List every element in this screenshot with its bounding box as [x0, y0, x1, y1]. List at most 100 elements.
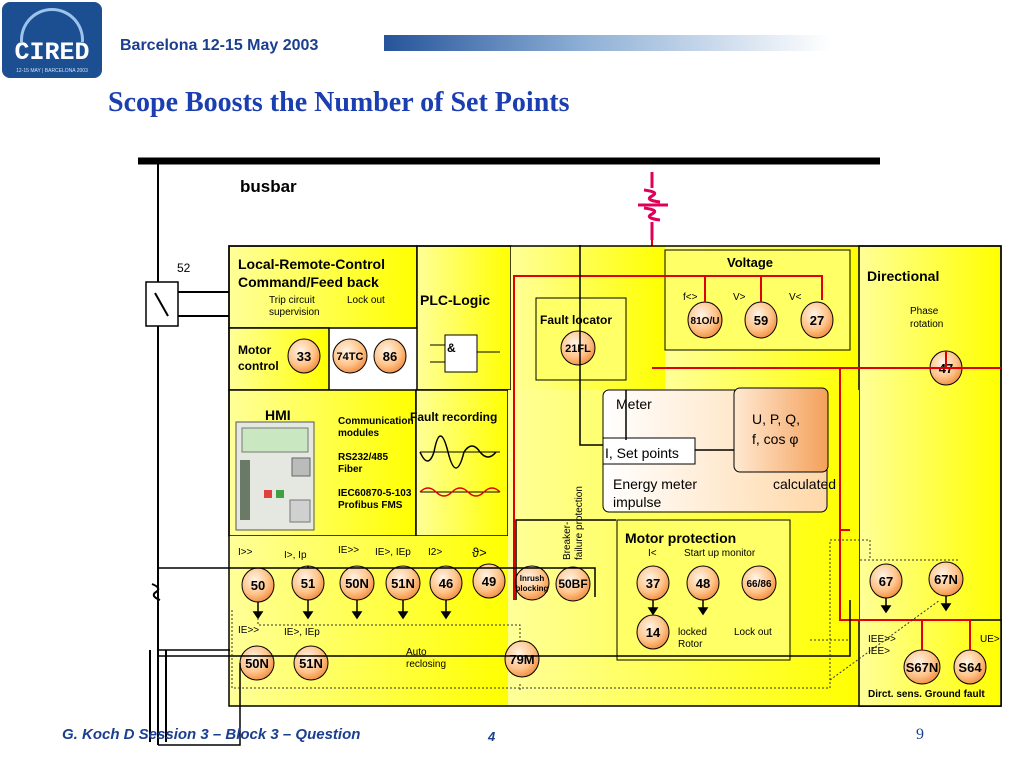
page-number: 9	[916, 726, 924, 743]
oc-label-ie-high: IE>>	[338, 545, 359, 556]
quantities-line1: U, P, Q,	[752, 411, 800, 427]
current-wiring	[513, 275, 1001, 650]
relay-50n-lower: 50N	[239, 645, 275, 681]
energy-meter-label: Energy meter	[613, 476, 697, 492]
rotation-label: rotation	[910, 319, 943, 330]
footer-question-number: 4	[488, 729, 496, 744]
voltage-label-vmin: V<	[789, 292, 802, 303]
motor-control-line1: Motor	[238, 343, 272, 357]
profibus-label: Profibus FMS	[338, 500, 403, 511]
relay-50n: 50N	[339, 565, 375, 601]
fault-locator-title: Fault locator	[540, 313, 612, 327]
relay-27: 27	[800, 301, 834, 339]
conference-label: Barcelona 12-15 May 2003	[120, 37, 319, 54]
iee-high-label: IEE>>	[868, 634, 896, 645]
oc-label-i2: I2>	[428, 547, 442, 558]
command-feedback-title: Command/Feed back	[238, 274, 379, 290]
motor-protection-title: Motor protection	[625, 530, 736, 546]
rs232-label: RS232/485	[338, 452, 388, 463]
svg-text:48: 48	[696, 576, 710, 591]
relay-51n-lower: 51N	[293, 645, 329, 681]
circuit-breaker	[145, 281, 179, 327]
svg-text:81O/U: 81O/U	[691, 316, 720, 327]
svg-text:49: 49	[482, 574, 496, 589]
earth-label-high: IE>>	[238, 625, 259, 636]
undercurrent-label: I<	[648, 548, 657, 559]
phase-label: Phase	[910, 306, 939, 317]
relay-inrush: Inrush blocking	[514, 565, 550, 601]
trip-arrows	[252, 596, 952, 620]
relay-device-icon	[235, 421, 315, 531]
svg-text:86: 86	[383, 349, 397, 364]
startup-label: Start up monitor	[684, 548, 756, 559]
earth-label-low: IE>, IEp	[284, 627, 320, 638]
relay-67: 67	[869, 563, 903, 599]
local-remote-panel	[228, 245, 418, 329]
breaker-failure-line1: Breaker-	[562, 522, 573, 560]
relay-59: 59	[744, 301, 778, 339]
breaker-failure-line2: failure protection	[574, 486, 585, 560]
svg-text:50BF: 50BF	[558, 577, 587, 591]
footer-author-session: G. Koch D Session 3 – Block 3 – Question	[62, 726, 361, 743]
plc-title: PLC-Logic	[420, 292, 490, 308]
current-transformer-icon	[638, 172, 668, 240]
slide-title: Scope Boosts the Number of Set Points	[108, 87, 570, 118]
svg-text:33: 33	[297, 349, 311, 364]
iee-low-label: IEE>	[868, 646, 890, 657]
relay-51: 51	[291, 565, 325, 601]
modules-label: modules	[338, 428, 380, 439]
svg-text:74TC: 74TC	[337, 351, 364, 363]
svg-text:21FL: 21FL	[565, 343, 591, 355]
svg-text:50N: 50N	[245, 656, 269, 671]
svg-text:51N: 51N	[299, 656, 323, 671]
svg-text:46: 46	[439, 576, 453, 591]
relay-46: 46	[429, 565, 463, 601]
relay-50: 50	[241, 567, 275, 603]
relay-74tc: 74TC	[332, 338, 368, 374]
rotor-label: Rotor	[678, 639, 703, 650]
svg-text:51N: 51N	[391, 576, 415, 591]
busbar-label: busbar	[240, 177, 297, 196]
voltage-label-f: f<>	[683, 292, 698, 303]
svg-text:79M: 79M	[509, 652, 534, 667]
reclosing-label: reclosing	[406, 659, 446, 670]
relay-49: 49	[472, 563, 506, 599]
svg-text:14: 14	[646, 625, 661, 640]
relay-14: 14	[636, 614, 670, 650]
auto-label: Auto	[406, 647, 427, 658]
control-wiring	[158, 245, 851, 746]
ground-fault-title: Dirct. sens. Ground fault	[868, 689, 985, 700]
relay-67n: 67N	[928, 561, 964, 597]
quantities-line2: f, cos φ	[752, 431, 798, 447]
relay-21fl: 21FL	[560, 330, 596, 366]
svg-text:blocking: blocking	[516, 584, 549, 593]
relay-66-86: 66/86	[741, 565, 777, 601]
voltage-title: Voltage	[727, 255, 773, 270]
breaker-label: 52	[177, 261, 191, 275]
svg-text:50N: 50N	[345, 576, 369, 591]
relay-33: 33	[287, 338, 321, 374]
relay-s64: S64	[953, 649, 987, 685]
svg-text:50: 50	[251, 578, 265, 593]
impulse-label: impulse	[613, 494, 661, 510]
meter-title: Meter	[616, 396, 652, 412]
set-points-box	[602, 437, 696, 465]
cired-logo: CIRED 12-15 MAY | BARCELONA 2003	[2, 2, 102, 78]
svg-text:67: 67	[879, 574, 893, 589]
motor-lockout-label: Lock out	[734, 627, 772, 638]
local-remote-title: Local-Remote-Control	[238, 256, 385, 272]
relay-37: 37	[636, 565, 670, 601]
feeder-ct-icon	[149, 583, 167, 742]
calculated-label: calculated	[773, 476, 836, 492]
header-gradient-bar	[384, 35, 830, 51]
svg-text:S64: S64	[958, 660, 982, 675]
relay-48: 48	[686, 565, 720, 601]
svg-text:Inrush: Inrush	[520, 574, 545, 583]
set-points-label: I, Set points	[605, 445, 679, 461]
motor-control-line2: control	[238, 359, 279, 373]
trip-supervision-label: supervision	[269, 307, 320, 318]
relay-s67n: S67N	[903, 649, 941, 685]
svg-text:59: 59	[754, 313, 768, 328]
relay-86: 86	[373, 338, 407, 374]
